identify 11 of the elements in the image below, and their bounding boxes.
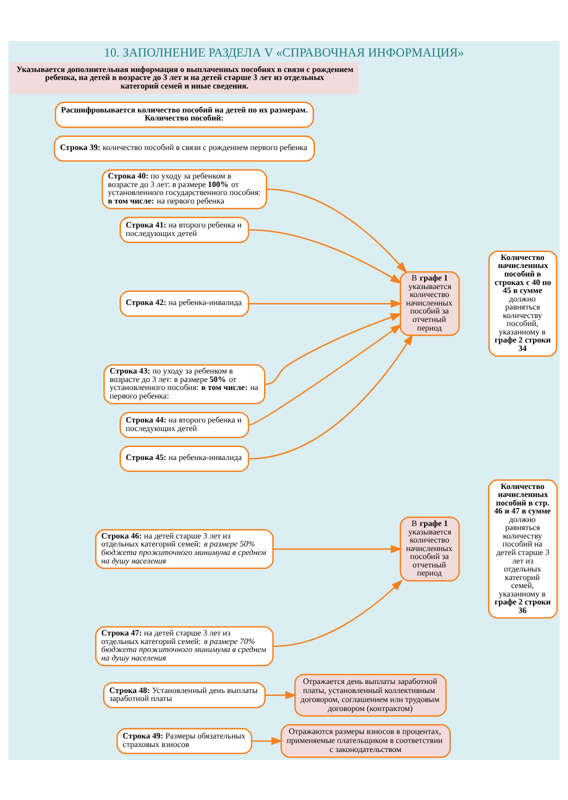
arrow <box>249 333 414 459</box>
arrow <box>252 736 284 745</box>
diagram-title: 10. ЗАПОЛНЕНИЕ РАЗДЕЛА V «СПРАВОЧНАЯ ИНФОРМАЦИЯ» <box>104 44 464 59</box>
arrow <box>265 690 298 699</box>
arrow <box>273 544 402 553</box>
arrow <box>248 299 403 308</box>
arrow <box>267 188 408 273</box>
arrow <box>248 324 402 426</box>
arrow <box>274 578 403 646</box>
arrow <box>264 312 402 384</box>
arrow <box>249 228 402 284</box>
